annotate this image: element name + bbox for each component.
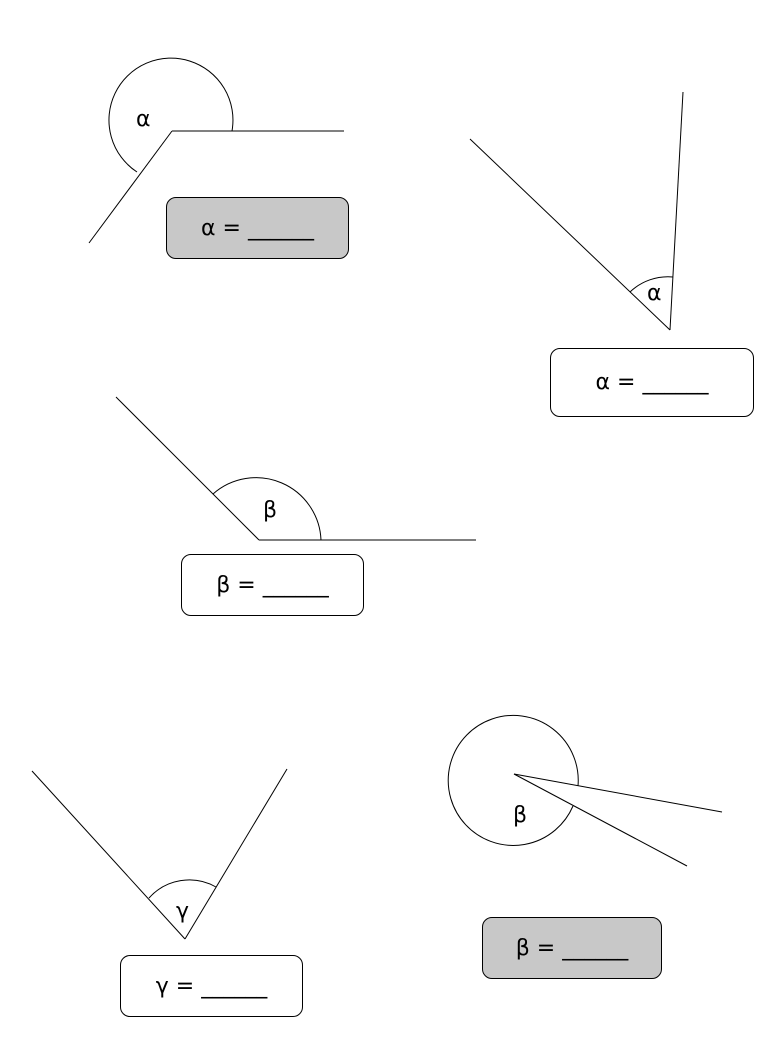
figure-5-angle-arc (447, 714, 579, 846)
figure-5-ray-upper (513, 773, 723, 813)
figure-1-angle (88, 57, 344, 244)
figure-1-ray-lower-left (88, 130, 173, 244)
figure-3-answer-text: β = ______ (216, 572, 329, 598)
figure-1-answer-text: α = ______ (201, 215, 314, 241)
figure-2-ray-upper-left (469, 138, 671, 331)
figure-4-ray-upper-left (31, 770, 186, 940)
figure-3-angle-arc (212, 477, 322, 541)
figure-4-answer-box: γ = ______ (120, 955, 303, 1017)
figure-5-ray-lower (513, 773, 688, 867)
figure-4-angle (31, 768, 288, 940)
figure-3-ray-upper-left (115, 396, 260, 541)
figure-1-angle-arc (108, 57, 234, 173)
figure-4-answer-text: γ = ______ (155, 973, 268, 999)
figure-5-answer-text: β = ______ (515, 935, 629, 961)
figure-5-angle (447, 714, 723, 867)
figure-3-angle (115, 396, 476, 541)
figure-3-answer-box: β = ______ (181, 554, 364, 616)
figure-3-angle-label: β (263, 498, 277, 523)
figure-2-angle (469, 91, 684, 331)
figure-2-answer-box: α = ______ (550, 348, 754, 417)
figure-1-answer-box: α = ______ (166, 197, 349, 259)
figure-4-ray-upper-right (184, 768, 288, 940)
figure-1-angle-label: α (136, 107, 151, 132)
figure-5-answer-box: β = ______ (482, 917, 662, 979)
figure-2-angle-arc (629, 276, 674, 293)
figure-2-answer-text: α = ______ (595, 370, 709, 395)
figure-2-ray-up (669, 91, 684, 331)
figure-4-angle-arc (148, 879, 217, 899)
figure-2-angle-label: α (647, 281, 662, 306)
figure-4-angle-label: γ (176, 899, 189, 924)
figure-5-angle-label: β (513, 803, 527, 828)
